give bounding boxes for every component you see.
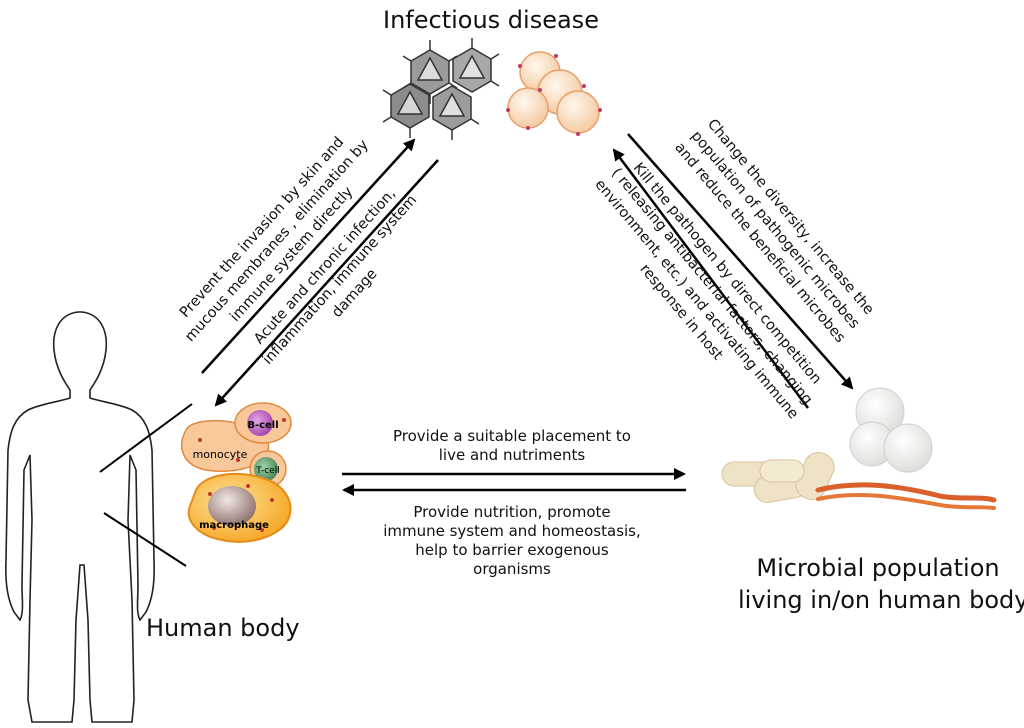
human-body-title: Human body	[146, 614, 300, 642]
arrow-human-to-infection	[201, 138, 416, 374]
pointer-line	[99, 403, 193, 473]
t-cell-label: T-cell	[255, 466, 279, 476]
microbial-title-line1: Microbial population	[756, 554, 1000, 582]
edge-label-line: Provide a suitable placement to	[393, 427, 631, 445]
edge-label-line: Provide nutrition, promote	[413, 503, 611, 521]
microbial-population-title: Microbial population living in/on human …	[738, 554, 1024, 614]
immune-cells-cluster	[181, 402, 292, 543]
microbial-population-icon	[721, 387, 997, 510]
virus-cluster-icon	[382, 38, 500, 140]
infectious-disease-title: Infectious disease	[383, 6, 599, 34]
edge-label-line: immune system and homeostasis,	[383, 522, 641, 540]
arrow-infection-to-microbes	[627, 133, 854, 390]
monocyte-label: monocyte	[193, 448, 248, 461]
edge-label-human-to-microbes: Provide a suitable placement to live and…	[342, 427, 682, 465]
arrow-microbes-to-infection	[612, 148, 809, 409]
pointer-line	[103, 512, 187, 567]
pathogen-bacteria-icon	[506, 51, 602, 136]
edge-label-microbes-to-human: Provide nutrition, promote immune system…	[342, 503, 682, 579]
human-silhouette-icon	[5, 311, 155, 723]
arrow-infection-to-human	[214, 159, 439, 407]
edge-label-line: organisms	[473, 560, 551, 578]
b-cell-label: B-cell	[247, 420, 278, 431]
microbial-title-line2: living in/on human body	[738, 586, 1024, 614]
edge-label-line: help to barrier exogenous	[415, 541, 609, 559]
edge-label-line: live and nutriments	[438, 446, 586, 464]
macrophage-label: macrophage	[199, 520, 269, 531]
